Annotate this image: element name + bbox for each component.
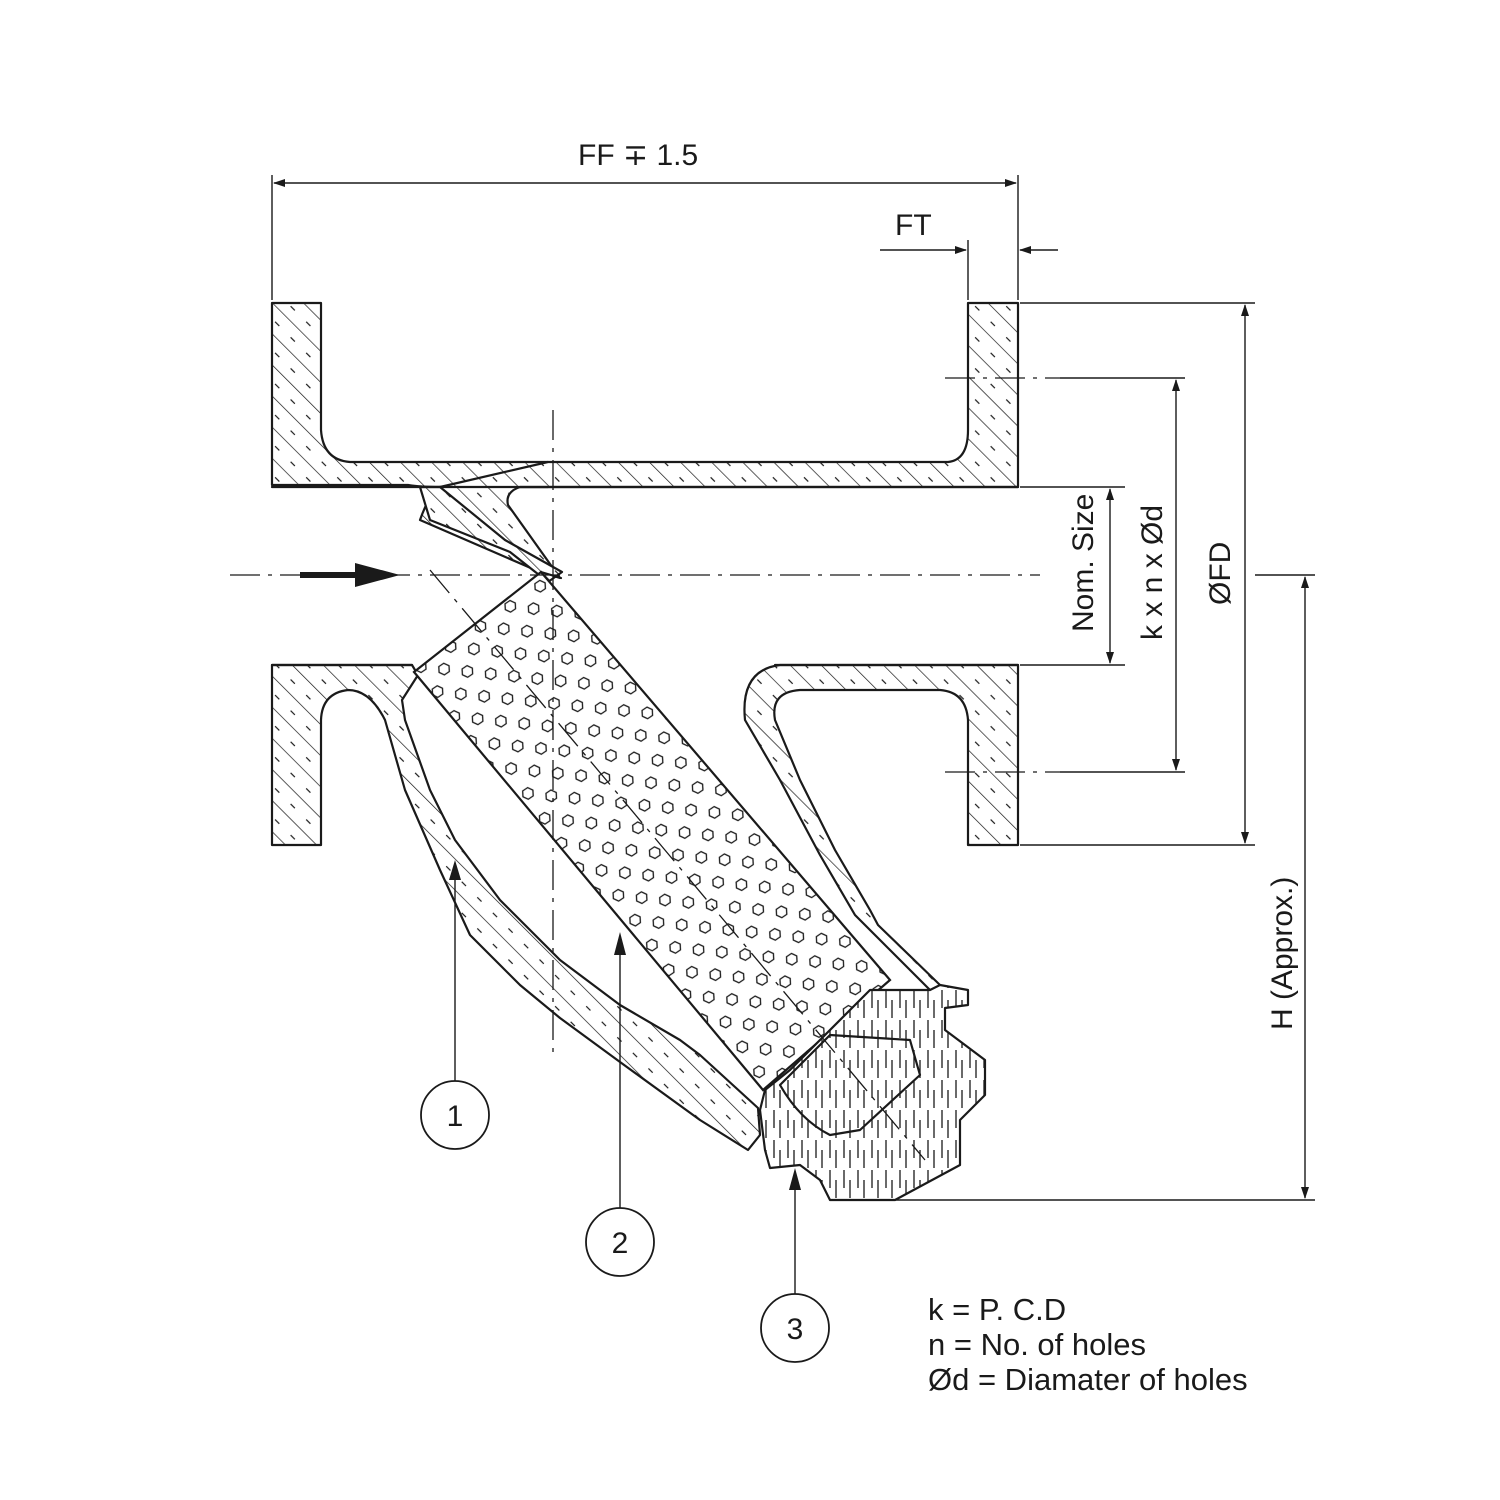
left-flange-upper — [270, 301, 550, 489]
balloon-2: 2 — [585, 932, 655, 1277]
legend-line-n: n = No. of holes — [928, 1327, 1146, 1362]
flange-diameter-label: ØFD — [1204, 542, 1237, 605]
balloon-1-number: 1 — [447, 1100, 464, 1133]
nom-size-label: Nom. Size — [1067, 494, 1100, 632]
balloon-3: 3 — [760, 1168, 830, 1363]
body-top-wall — [418, 301, 1020, 580]
nom-size-dimension: Nom. Size — [1020, 486, 1125, 666]
ft-label: FT — [895, 209, 932, 242]
ff-dimension: FF ∓ 1.5 — [271, 139, 1019, 300]
arrow-right-icon — [300, 563, 400, 587]
legend-line-k: k = P. C.D — [928, 1292, 1066, 1327]
flange-diameter-dimension: ØFD — [1020, 302, 1255, 846]
strainer-screen — [412, 570, 892, 1092]
balloon-1: 1 — [420, 860, 490, 1150]
legend-line-d: Ød = Diamater of holes — [928, 1362, 1248, 1397]
balloon-3-number: 3 — [787, 1313, 804, 1346]
right-flange-lower — [743, 663, 1020, 992]
plug-inner-cavity — [778, 1033, 922, 1137]
balloon-2-number: 2 — [612, 1227, 629, 1260]
height-dimension: H (Approx.) — [830, 574, 1315, 1201]
legend: k = P. C.D n = No. of holes Ød = Diamate… — [928, 1292, 1248, 1397]
ft-dimension: FT — [880, 209, 1058, 300]
bolt-pcd-dimension: k x n x Ød — [1060, 377, 1185, 773]
height-label: H (Approx.) — [1266, 877, 1299, 1030]
ff-label: FF ∓ 1.5 — [578, 139, 698, 172]
bolt-spec-label: k x n x Ød — [1136, 505, 1169, 640]
screen-axis — [429, 569, 926, 1161]
left-flange-lower — [270, 663, 762, 1152]
